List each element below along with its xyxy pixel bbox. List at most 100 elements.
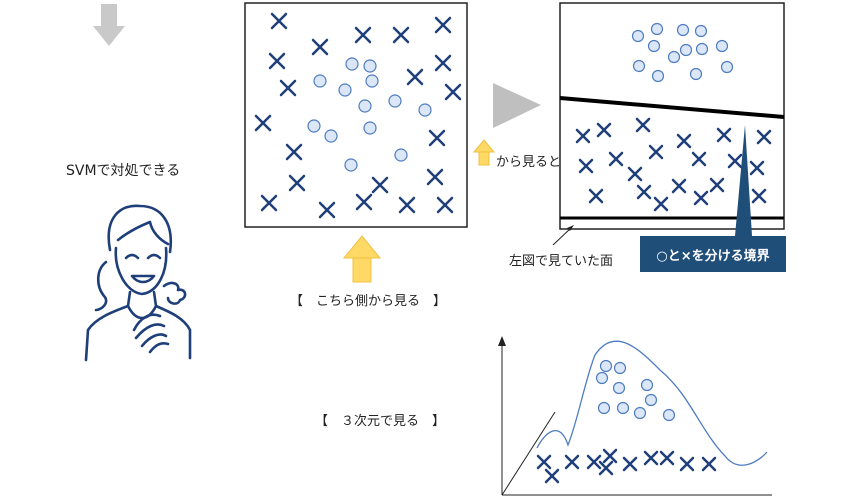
down-arrow-icon [93, 4, 125, 46]
cross-mark [444, 83, 462, 101]
cross-mark [354, 26, 372, 44]
circle-mark [632, 59, 646, 73]
cross-mark [676, 133, 692, 149]
circle-mark [644, 393, 658, 407]
up-arrow-small-yellow-icon [472, 139, 496, 166]
right-panel-crosses [575, 117, 772, 212]
cross-mark [428, 129, 446, 147]
cross-mark [544, 468, 560, 484]
circle-mark [633, 406, 647, 420]
cross-mark [716, 127, 732, 143]
cross-mark [693, 190, 709, 206]
circle-mark [358, 99, 372, 113]
cross-mark [751, 188, 767, 204]
circle-mark [640, 378, 654, 392]
circle-mark [616, 401, 630, 415]
cross-mark [426, 168, 444, 186]
cross-mark [371, 176, 389, 194]
right-arrow-gray-icon [493, 83, 541, 128]
3d-plot-circles [595, 359, 676, 422]
3d-plot-crosses [536, 448, 717, 484]
up-arrow-yellow-icon [342, 235, 382, 283]
svm-caption: SVMで対処できる [66, 163, 181, 179]
circle-mark [694, 24, 708, 38]
cross-mark [355, 193, 373, 211]
cross-mark [756, 129, 772, 145]
circle-mark [365, 74, 379, 88]
3d-surface-curve [536, 340, 768, 466]
circle-mark [307, 119, 321, 133]
cross-mark [709, 177, 725, 193]
cross-mark [392, 26, 410, 44]
left-figure-plane-label: 左図で見ていた面 [509, 254, 614, 269]
circle-mark [720, 60, 734, 74]
left-panel-crosses [254, 12, 462, 219]
cross-mark [434, 54, 452, 72]
circle-mark [324, 129, 338, 143]
cross-mark [434, 16, 452, 34]
callout-pointer [735, 125, 752, 236]
circle-mark [651, 69, 665, 83]
circle-mark [650, 22, 664, 36]
circle-mark [363, 121, 377, 135]
circle-mark [599, 359, 613, 373]
cross-mark [627, 166, 643, 182]
cross-mark [254, 114, 272, 132]
circle-mark [631, 29, 645, 43]
circle-mark [418, 103, 432, 117]
cross-mark [406, 68, 424, 86]
view-from-here-label: 【 こちら側から見る 】 [290, 294, 447, 309]
cross-mark [749, 160, 765, 176]
cross-mark [311, 38, 329, 56]
cross-mark [636, 184, 652, 200]
circle-mark [695, 42, 709, 56]
cross-mark [564, 454, 580, 470]
cross-mark [659, 450, 675, 466]
boundary-line-top [559, 96, 785, 119]
circle-mark [363, 59, 377, 73]
circle-mark [345, 57, 359, 71]
boundary-callout: ○と×を分ける境界 [640, 236, 786, 272]
circle-mark [667, 50, 681, 64]
circle-mark [612, 381, 626, 395]
cross-mark [536, 454, 552, 470]
right-panel-circles [631, 22, 734, 83]
left-panel-circles [307, 57, 432, 172]
person-breathing-icon [84, 204, 192, 362]
circle-mark [344, 158, 358, 172]
cross-mark [608, 151, 624, 167]
cross-mark [575, 128, 591, 144]
cross-mark [653, 196, 669, 212]
circle-mark [689, 67, 703, 81]
cross-mark [596, 122, 612, 138]
cross-mark [622, 456, 638, 472]
cross-mark [260, 194, 278, 212]
left-scatter-panel [244, 2, 468, 228]
cross-mark [578, 158, 594, 174]
cross-mark [602, 448, 618, 464]
view-3d-label: 【 ３次元で見る 】 [315, 414, 446, 429]
circle-mark [313, 74, 327, 88]
cross-mark [727, 153, 743, 169]
circle-mark [338, 83, 352, 97]
circle-mark [595, 371, 609, 385]
cross-mark [648, 144, 664, 160]
cross-mark [279, 79, 297, 97]
cross-mark [268, 52, 286, 70]
circle-mark [715, 39, 729, 53]
cross-mark [436, 196, 454, 214]
circle-mark [662, 408, 676, 422]
cross-mark [671, 178, 687, 194]
3d-plot-axes [498, 336, 772, 496]
cross-mark [586, 454, 602, 470]
cross-mark [288, 174, 306, 192]
cross-mark [691, 151, 707, 167]
cross-mark [398, 196, 416, 214]
cross-mark [285, 143, 303, 161]
cross-mark [598, 460, 614, 476]
circle-mark [597, 401, 611, 415]
cross-mark [643, 450, 659, 466]
cross-mark [679, 456, 695, 472]
label-pointer-arrow [552, 225, 574, 246]
